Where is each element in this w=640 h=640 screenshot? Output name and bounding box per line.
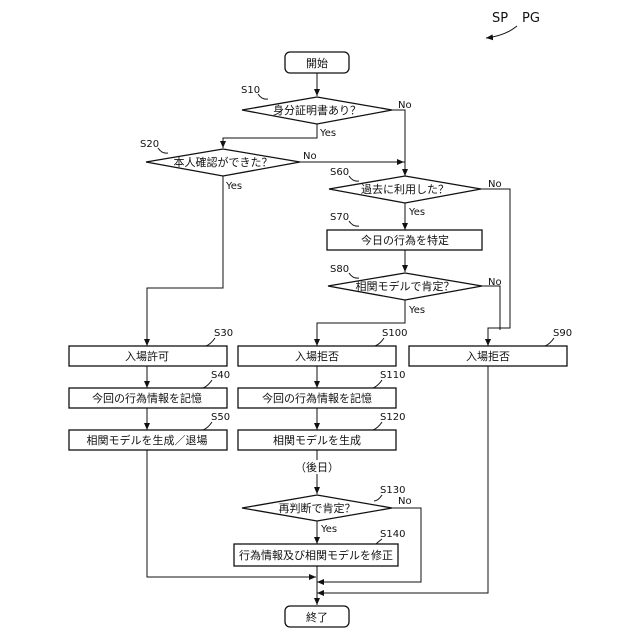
decision-s80-label: 相関モデルで肯定？: [356, 279, 455, 293]
process-s90-label: 入場拒否: [466, 350, 510, 363]
step-id-s130: S130: [380, 485, 405, 496]
no-label-s60: No: [488, 179, 502, 190]
yes-label-s20: Yes: [225, 181, 242, 192]
step-id-s70: S70: [330, 212, 349, 223]
process-s70-label: 今日の行為を特定: [361, 233, 449, 247]
yes-label-s10: Yes: [319, 128, 336, 139]
step-id-s140: S140: [380, 529, 405, 540]
process-s40-label: 今回の行為情報を記憶: [92, 391, 202, 405]
yes-label-s80: Yes: [408, 305, 425, 316]
header-pg: PG: [522, 11, 540, 26]
step-id-s120: S120: [380, 412, 405, 423]
header-arrow: [486, 26, 517, 38]
decision-s20-label: 本人確認ができた？: [174, 155, 273, 169]
process-s110-label: 今回の行為情報を記憶: [262, 391, 372, 405]
process-s140-label: 行為情報及び相関モデルを修正: [239, 548, 393, 562]
no-label-s80: No: [488, 277, 502, 288]
no-label-s130: No: [398, 496, 412, 507]
step-id-s100: S100: [382, 328, 407, 339]
decision-s10-label: 身分証明書あり？: [273, 103, 361, 117]
process-s50-label: 相関モデルを生成／退場: [87, 433, 208, 447]
start-label: 開始: [306, 56, 328, 70]
step-id-s110: S110: [380, 370, 405, 381]
no-label-s20: No: [303, 151, 317, 162]
process-s100-label: 入場拒否: [295, 350, 339, 363]
step-id-s20: S20: [140, 139, 159, 150]
step-id-s10: S10: [241, 85, 260, 96]
later-note: （後日）: [295, 460, 339, 474]
process-s30-label: 入場許可: [125, 350, 169, 363]
decision-s130-label: 再判断で肯定？: [279, 501, 356, 515]
yes-label-s60: Yes: [408, 207, 425, 218]
step-id-s40: S40: [211, 370, 230, 381]
no-label-s10: No: [398, 100, 412, 111]
decision-s60-label: 過去に利用した？: [361, 183, 449, 196]
end-label: 終了: [306, 610, 328, 624]
step-id-s30: S30: [214, 328, 233, 339]
step-id-s80: S80: [330, 264, 349, 275]
step-id-s50: S50: [211, 412, 230, 423]
yes-label-s130: Yes: [320, 524, 337, 535]
process-s120-label: 相関モデルを生成: [273, 433, 361, 447]
header-sp: SP: [492, 11, 508, 26]
step-id-s90: S90: [553, 328, 572, 339]
step-id-s60: S60: [330, 167, 349, 178]
